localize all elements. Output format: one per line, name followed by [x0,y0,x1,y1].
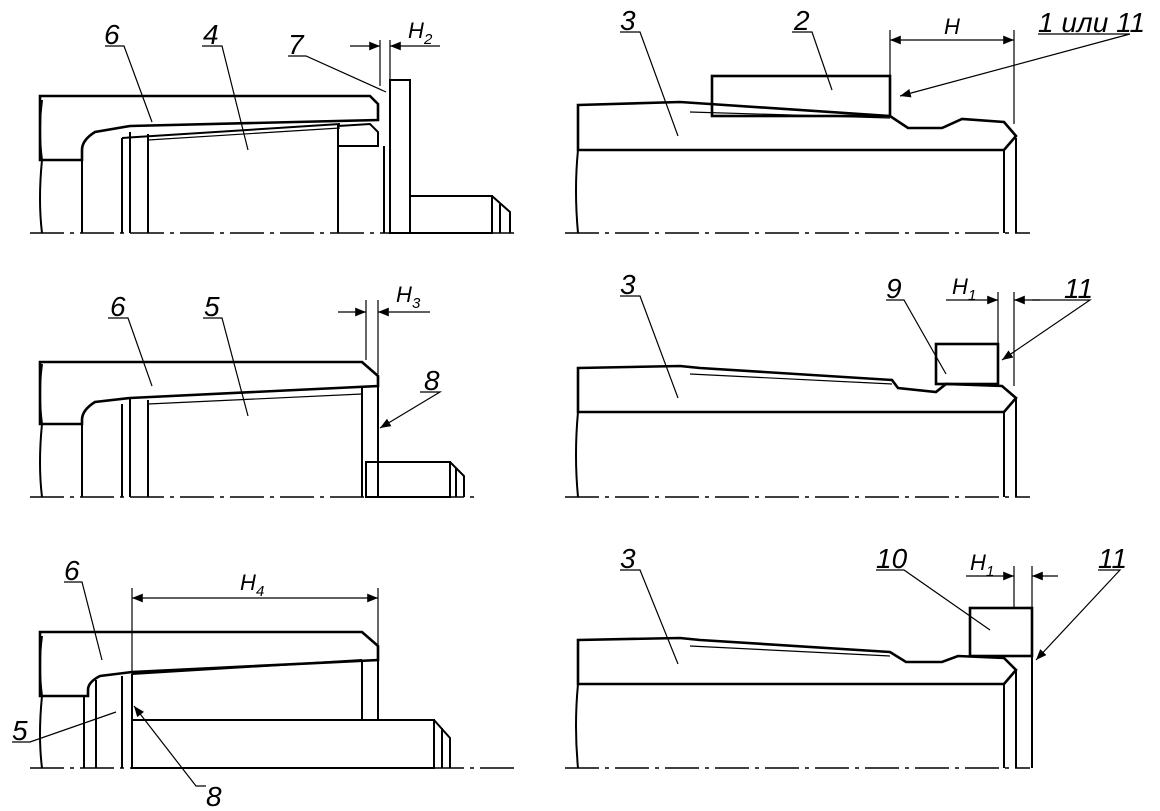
view-right-middle: 3 9 11 H 1 [565,269,1093,498]
label-3: 3 [620,269,636,300]
dim-h-sub: 4 [256,583,264,600]
part-2-hatched [710,74,892,118]
dim-h: H [396,282,412,307]
part-3-hatched [576,364,1018,414]
label-6: 6 [110,291,126,322]
label-9: 9 [886,273,902,304]
dim-h: H [970,550,986,575]
view-right-top: 3 2 1 или 11 H [565,5,1145,234]
part-6-hatched [38,94,380,162]
view-left-middle: 6 5 8 H 3 [30,282,480,498]
label-1-or-11: 1 или 11 [1038,7,1145,38]
label-5: 5 [204,291,220,322]
part-9-hatched [934,342,1000,386]
part-6-hatched [38,360,380,426]
dim-h-sub: 1 [968,287,976,304]
label-8: 8 [206,781,222,811]
label-10: 10 [876,543,908,574]
part-3-hatched [576,100,1018,152]
view-right-bottom: 3 10 11 H 1 [565,543,1127,769]
label-4: 4 [203,19,219,50]
dim-h: H [944,14,960,39]
dim-h: H [240,570,256,595]
dim-h: H [952,274,968,299]
view-left-top: 6 4 7 H 2 [30,18,520,234]
part-6-hatched [38,630,380,698]
view-left-bottom: 6 5 8 H 4 [12,555,520,811]
part-10-hatched [968,606,1034,658]
dim-h: H [408,18,424,43]
dim-h-sub: 1 [986,563,994,580]
label-11: 11 [1098,543,1127,574]
label-7: 7 [288,29,305,60]
dim-h-sub: 3 [412,295,421,312]
dim-h-sub: 2 [423,31,433,48]
label-6: 6 [104,19,120,50]
label-11: 11 [1064,273,1093,304]
label-2: 2 [793,5,810,36]
label-3: 3 [620,543,636,574]
label-8: 8 [424,365,440,396]
label-5: 5 [12,715,28,746]
label-3: 3 [620,5,636,36]
part-3-hatched [576,636,1018,686]
label-6: 6 [64,555,80,586]
